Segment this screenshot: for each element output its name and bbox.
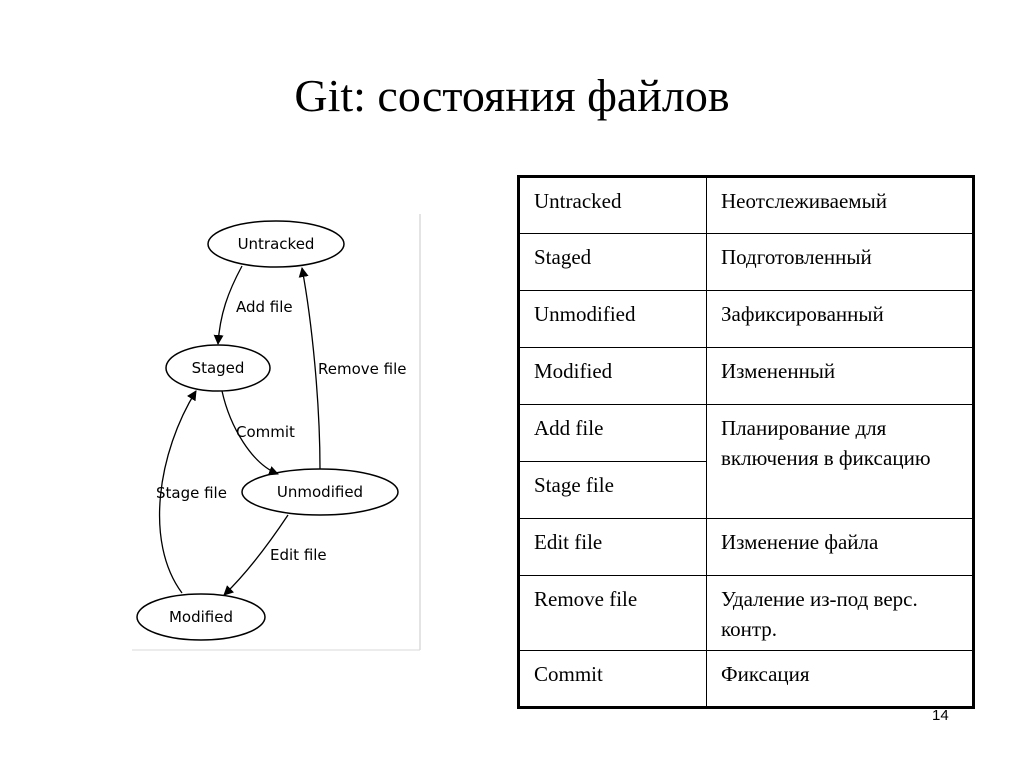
slide-title: Git: состояния файлов [294,70,730,121]
page-number: 14 [932,707,949,724]
term-cell: Edit file [518,518,707,576]
node-staged [165,344,271,392]
table-row: Commit Фиксация [518,650,974,708]
table-row: Untracked Неотслеживаемый [518,176,974,234]
term-cell: Untracked [518,176,707,234]
term-cell: Commit [518,650,707,708]
table-row: Unmodified Зафиксированный [518,290,974,348]
table-row: Remove file Удаление из-под верс. контр. [518,575,974,651]
edge-stage-file [158,390,197,594]
table-row: Stage file [518,461,974,519]
node-untracked-label: Untracked [238,235,315,253]
term-cell: Stage file [518,461,707,519]
meaning-cell: Изменение файла [706,518,974,576]
table-row: Edit file Изменение файла [518,518,974,576]
meaning-cell: Измененный [706,347,974,405]
meaning-cell: Планирование для включения в фиксацию [706,404,974,519]
table-row: Modified Измененный [518,347,974,405]
edge-add-file-label: Add file [236,298,293,316]
edge-remove-file [298,267,321,470]
state-diagram-svg: Untracked Staged Unmodified Modified Add… [132,214,421,651]
meaning-cell: Зафиксированный [706,290,974,348]
edge-stage-file-label: Stage file [156,484,227,502]
term-cell: Add file [518,404,707,462]
edge-commit-label: Commit [236,423,295,441]
node-staged-label: Staged [192,359,245,377]
term-cell: Remove file [518,575,707,651]
edge-add-file [213,265,243,345]
node-modified [136,593,266,641]
node-untracked [207,220,345,268]
edge-edit-file [223,514,289,596]
terms-table: Untracked Неотслеживаемый Staged Подгото… [517,175,975,709]
node-unmodified-label: Unmodified [277,483,363,501]
edge-remove-file-label: Remove file [318,360,406,378]
table-row: Add file Планирование для включения в фи… [518,404,974,519]
meaning-cell: Удаление из-под верс. контр. [706,575,974,651]
term-cell: Staged [518,233,707,291]
term-cell: Unmodified [518,290,707,348]
meaning-cell: Неотслеживаемый [706,176,974,234]
meaning-cell: Фиксация [706,650,974,708]
git-state-diagram: Untracked Staged Unmodified Modified Add… [130,212,422,652]
term-cell: Modified [518,347,707,405]
edge-commit [221,390,279,476]
node-modified-label: Modified [169,608,233,626]
edge-edit-file-label: Edit file [270,546,327,564]
meaning-cell: Подготовленный [706,233,974,291]
table-row: Staged Подготовленный [518,233,974,291]
